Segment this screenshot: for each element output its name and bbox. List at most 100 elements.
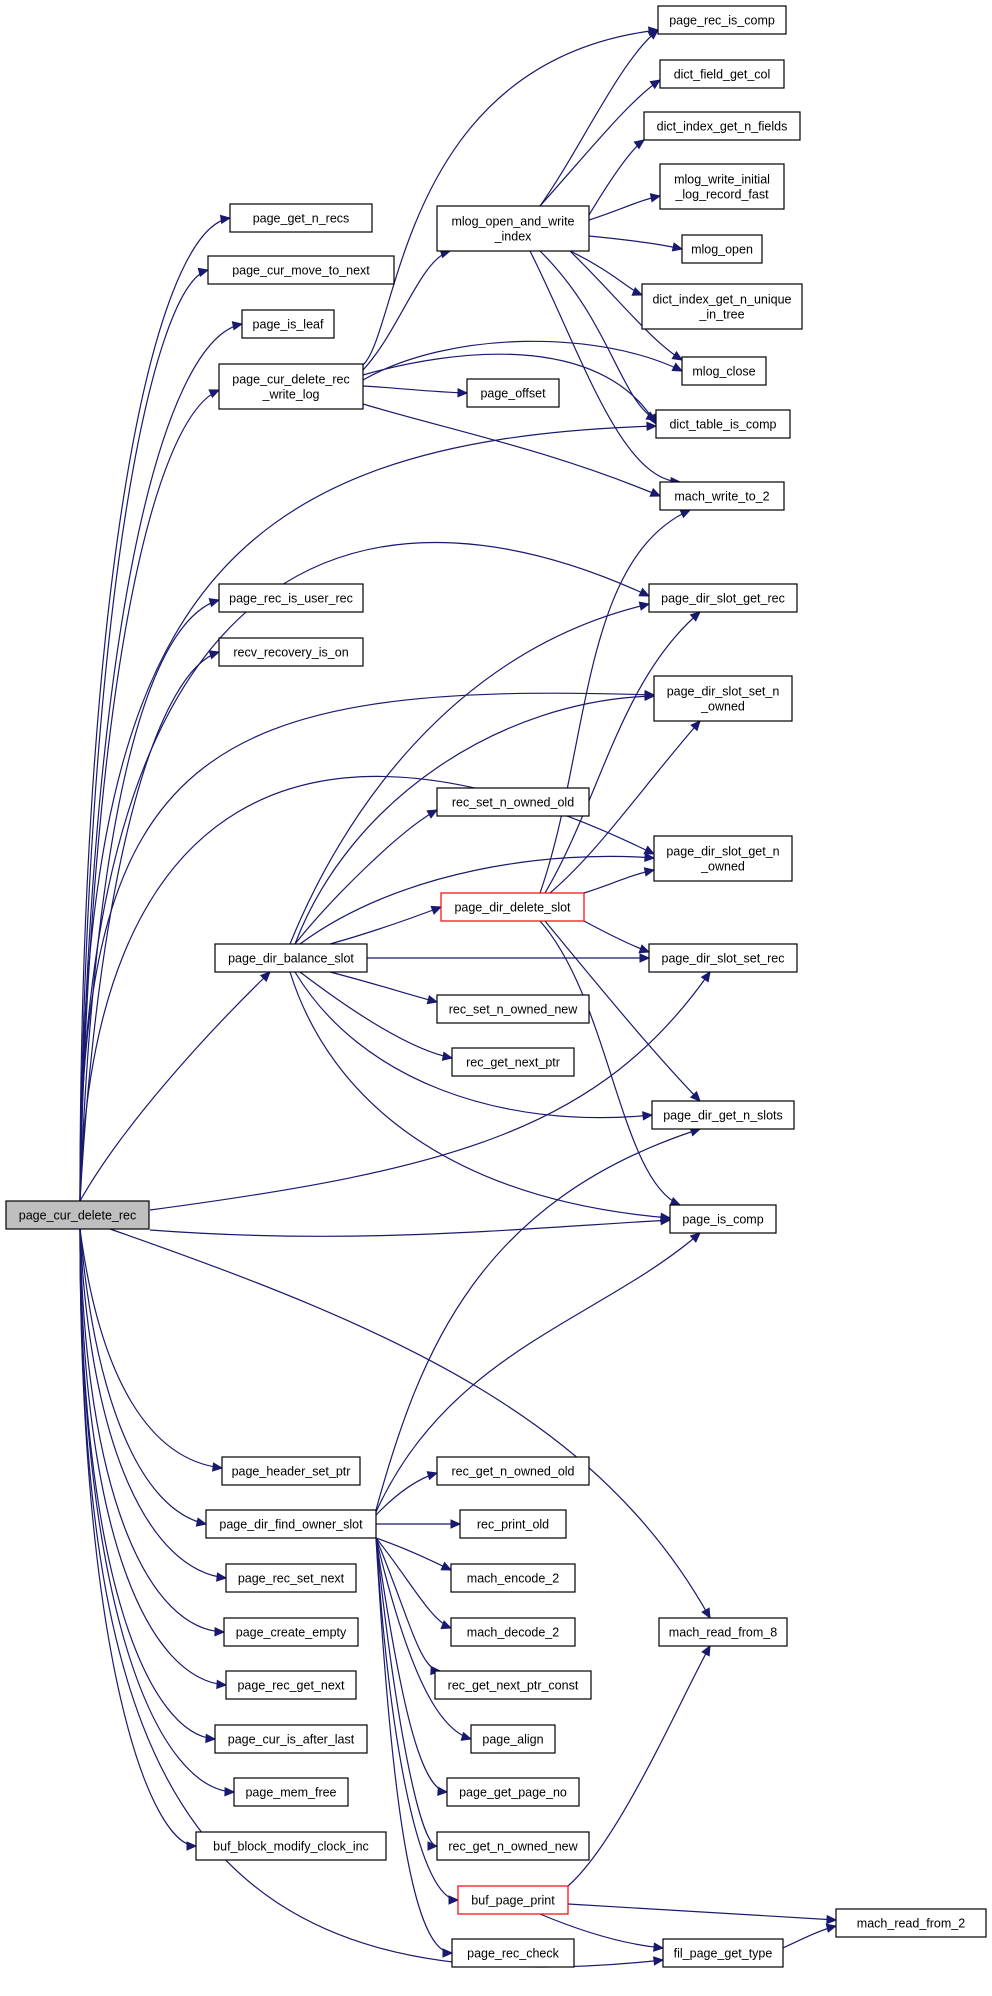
node-buf-page-print[interactable]: buf_page_print [457, 1885, 569, 1915]
node-label: dict_index_get_n_fields [657, 120, 788, 134]
node-page-create-empty[interactable]: page_create_empty [223, 1617, 359, 1647]
arrowhead [219, 214, 232, 225]
node-dict-index-get-n-fields[interactable]: dict_index_get_n_fields [643, 111, 801, 141]
node-page-get-n-recs[interactable]: page_get_n_recs [229, 203, 373, 233]
node-rec-set-n-owned-old[interactable]: rec_set_n_owned_old [436, 787, 590, 817]
node-box [662, 1938, 784, 1968]
arrowhead [441, 1051, 454, 1061]
node-box [659, 481, 785, 511]
node-page-dir-find-owner-slot[interactable]: page_dir_find_owner_slot [205, 1509, 377, 1539]
node-page-cur-is-after-last[interactable]: page_cur_is_after_last [214, 1724, 368, 1754]
node-mlog-write-initial-log-record-fast[interactable]: mlog_write_initial_log_record_fast [659, 163, 785, 210]
arrowhead [457, 387, 469, 398]
node-page-header-set-ptr[interactable]: page_header_set_ptr [221, 1456, 361, 1486]
node-label: mach_read_from_2 [857, 1917, 965, 1931]
node-box [225, 1563, 357, 1593]
node-page-rec-is-user-rec[interactable]: page_rec_is_user_rec [218, 583, 364, 613]
node-page-dir-get-n-slots[interactable]: page_dir_get_n_slots [651, 1100, 795, 1130]
node-dict-table-is-comp[interactable]: dict_table_is_comp [655, 409, 791, 439]
arrowhead [646, 421, 658, 432]
node-page-mem-free[interactable]: page_mem_free [233, 1777, 349, 1807]
arrowhead [208, 389, 221, 399]
node-label: page_dir_slot_get_rec [661, 592, 785, 606]
node-page-is-comp[interactable]: page_is_comp [669, 1204, 777, 1234]
arrowhead [205, 1733, 217, 1744]
node-box [436, 994, 590, 1024]
node-label: page_rec_set_next [238, 1572, 345, 1586]
edge-page-cur-delete-rec-to-page-create-empty [79, 1228, 225, 1633]
edge-page-cur-delete-rec-to-page-dir-slot-get-n-owned [79, 775, 655, 1202]
node-label: mach_write_to_2 [674, 490, 769, 504]
arrowhead [638, 944, 651, 954]
edge-page-cur-delete-rec-to-mach-read-from-8 [109, 1228, 711, 1619]
node-page-cur-delete-rec-write-log[interactable]: page_cur_delete_rec_write_log [218, 363, 364, 410]
edge-page-dir-find-owner-slot-to-buf-page-print [375, 1537, 459, 1901]
node-mach-read-from-2[interactable]: mach_read_from_2 [835, 1908, 987, 1938]
node-mach-decode-2[interactable]: mach_decode_2 [450, 1617, 576, 1647]
node-mlog-open[interactable]: mlog_open [681, 234, 763, 264]
node-box [648, 583, 798, 613]
node-box [436, 1456, 590, 1486]
node-label: page_dir_get_n_slots [663, 1109, 783, 1123]
arrowhead [426, 1471, 439, 1481]
node-page-dir-balance-slot[interactable]: page_dir_balance_slot [214, 943, 368, 973]
node-mach-write-to-2[interactable]: mach_write_to_2 [659, 481, 785, 511]
node-page-rec-check[interactable]: page_rec_check [451, 1938, 575, 1968]
arrowhead [448, 1895, 460, 1905]
node-page-align[interactable]: page_align [470, 1724, 556, 1754]
node-page-rec-get-next[interactable]: page_rec_get_next [225, 1670, 357, 1700]
node-dict-index-get-n-unique-in-tree[interactable]: dict_index_get_n_unique_in_tree [641, 283, 803, 330]
node-page-rec-set-next[interactable]: page_rec_set_next [225, 1563, 357, 1593]
edge-page-dir-delete-slot-to-mach-write-to-2 [539, 509, 691, 894]
node-rec-set-n-owned-new[interactable]: rec_set_n_owned_new [436, 994, 590, 1024]
edge-page-dir-balance-slot-to-rec-get-next-ptr [299, 971, 453, 1059]
node-mlog-close[interactable]: mlog_close [681, 356, 767, 386]
node-rec-get-next-ptr[interactable]: rec_get_next_ptr [451, 1047, 575, 1077]
arrowhead [825, 1923, 838, 1933]
node-rec-get-next-ptr-const[interactable]: rec_get_next_ptr_const [434, 1670, 592, 1700]
node-box [225, 1670, 357, 1700]
edge-page-dir-balance-slot-to-page-dir-slot-get-rec [289, 603, 650, 945]
edge-page-dir-balance-slot-to-page-is-comp [289, 971, 671, 1219]
node-label: page_rec_is_comp [669, 14, 775, 28]
edge-page-cur-delete-rec-to-page-rec-is-user-rec [79, 599, 220, 1202]
node-label: page_cur_move_to_next [232, 264, 370, 278]
edge-page-cur-delete-rec-to-page-cur-is-after-last [79, 1228, 216, 1740]
arrowhead [231, 321, 244, 331]
node-rec-get-n-owned-new[interactable]: rec_get_n_owned_new [436, 1831, 590, 1861]
node-box [205, 1509, 377, 1539]
arrowhead [440, 1561, 453, 1571]
edge-page-dir-delete-slot-to-page-dir-slot-set-rec [583, 920, 650, 953]
node-fil-page-get-type[interactable]: fil_page_get_type [662, 1938, 784, 1968]
node-page-dir-slot-get-n-owned[interactable]: page_dir_slot_get_n_owned [653, 835, 793, 882]
node-dict-field-get-col[interactable]: dict_field_get_col [659, 59, 785, 89]
arrowhead [631, 286, 644, 296]
node-box [436, 787, 590, 817]
node-label: page_dir_slot_set_n [667, 685, 780, 699]
node-box [446, 1777, 580, 1807]
node-rec-print-old[interactable]: rec_print_old [459, 1509, 567, 1539]
node-page-cur-move-to-next[interactable]: page_cur_move_to_next [207, 255, 395, 285]
arrowhead [633, 139, 646, 150]
node-page-offset[interactable]: page_offset [466, 378, 560, 408]
arrowhead [700, 970, 711, 983]
node-mach-encode-2[interactable]: mach_encode_2 [450, 1563, 576, 1593]
arrowhead [427, 1841, 439, 1851]
node-buf-block-modify-clock-inc[interactable]: buf_block_modify_clock_inc [195, 1831, 387, 1861]
node-rec-get-n-owned-old[interactable]: rec_get_n_owned_old [436, 1456, 590, 1486]
node-recv-recovery-is-on[interactable]: recv_recovery_is_on [218, 637, 364, 667]
node-mlog-open-and-write-index[interactable]: mlog_open_and_write_index [436, 205, 590, 252]
node-box [658, 1617, 788, 1647]
node-page-dir-slot-get-rec[interactable]: page_dir_slot_get_rec [648, 583, 798, 613]
node-page-cur-delete-rec[interactable]: page_cur_delete_rec [5, 1200, 150, 1230]
node-page-get-page-no[interactable]: page_get_page_no [446, 1777, 580, 1807]
node-page-dir-slot-set-n-owned[interactable]: page_dir_slot_set_n_owned [653, 675, 793, 722]
edge-mlog-open-and-write-index-to-dict-field-get-col [539, 79, 661, 207]
node-mach-read-from-8[interactable]: mach_read_from_8 [658, 1617, 788, 1647]
node-page-dir-delete-slot[interactable]: page_dir_delete_slot [440, 892, 585, 922]
node-box [195, 1831, 387, 1861]
node-page-dir-slot-set-rec[interactable]: page_dir_slot_set_rec [648, 943, 798, 973]
node-page-is-leaf[interactable]: page_is_leaf [241, 309, 335, 339]
node-page-rec-is-comp[interactable]: page_rec_is_comp [657, 5, 787, 35]
